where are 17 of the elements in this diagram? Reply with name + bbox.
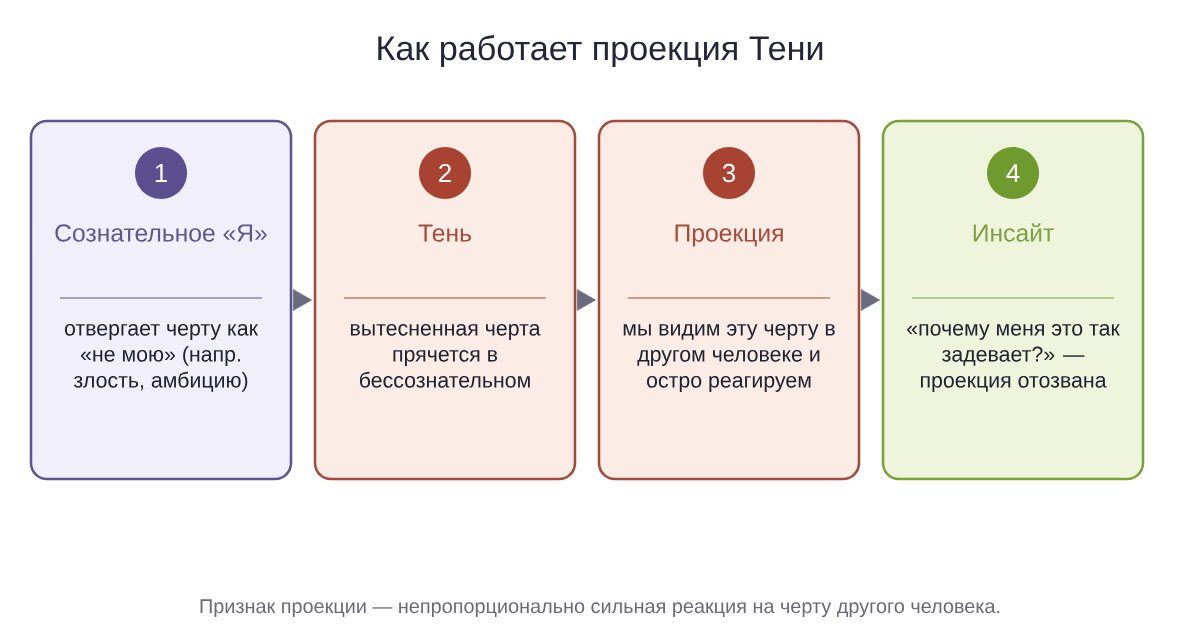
number-badge: 4 <box>987 147 1039 199</box>
card-heading: Проекция <box>675 224 783 247</box>
arrow <box>860 289 880 311</box>
number-badge: 1 <box>135 147 187 199</box>
card-heading: Инсайт <box>973 223 1054 242</box>
number-badge: 2 <box>419 147 471 199</box>
card-description: «почему меня это так задевает?» — проекция отозвана <box>907 324 1120 392</box>
number-badge: 3 <box>703 147 755 199</box>
caption: Признак проекции — непропорционально сильная реакция на черту другого человека. <box>200 599 1000 618</box>
arrow <box>576 289 596 311</box>
card-description: вытесненная черта прячется в бессознательном <box>350 324 541 388</box>
card-description: мы видим эту черту в другом человеке и остро реагируем <box>623 324 835 392</box>
card-description: отвергает черту как «не мою» (напр. злость, амбицию) <box>64 324 259 392</box>
card-heading: Тень <box>418 224 471 242</box>
arrow <box>292 289 312 311</box>
card-heading: Сознательное «Я» <box>55 224 267 242</box>
title: Как работает проекция Тени <box>378 34 823 68</box>
